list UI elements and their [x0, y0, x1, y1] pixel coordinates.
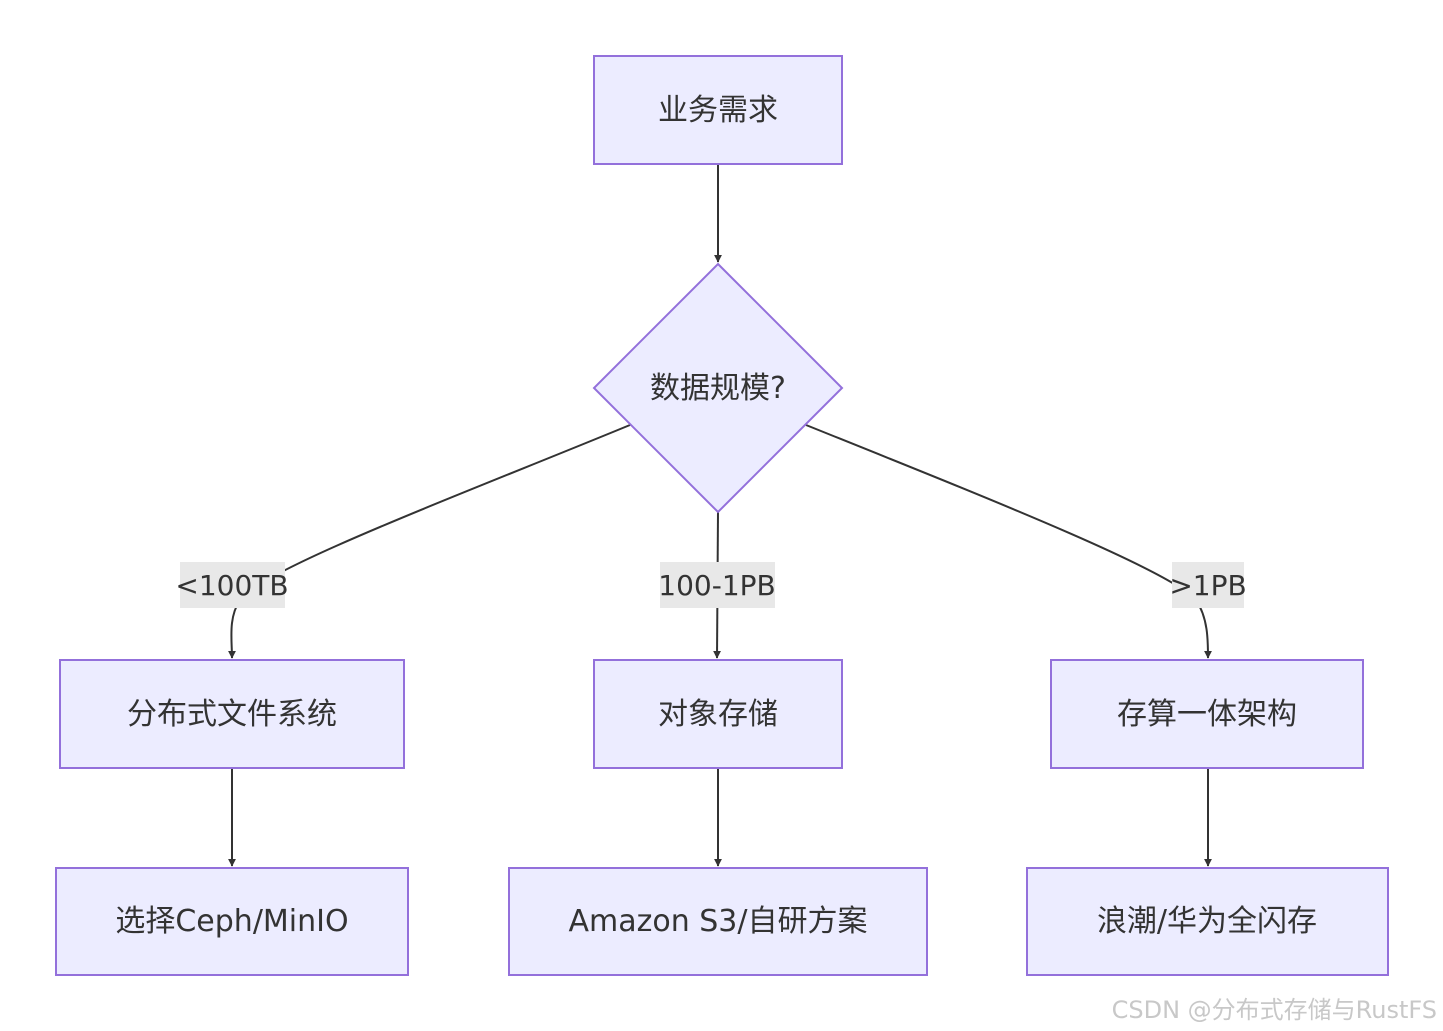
- node-start: 业务需求: [593, 55, 843, 165]
- node-all-flash: 浪潮/华为全闪存: [1026, 867, 1389, 976]
- edge-decision-to-converged: [805, 424, 1212, 659]
- edge-decision-to-dfs: [227, 424, 631, 659]
- watermark: CSDN @分布式存储与RustFS: [1111, 996, 1437, 1024]
- node-converged: 存算一体架构: [1050, 659, 1364, 769]
- node-dfs: 分布式文件系统: [59, 659, 405, 769]
- node-decision: 数据规模?: [592, 262, 844, 514]
- edge-label-large-text: >1PB: [1169, 569, 1246, 602]
- node-decision-label: 数据规模?: [650, 371, 786, 406]
- edge-label-small: <100TB: [175, 562, 289, 608]
- node-start-label: 业务需求: [658, 93, 778, 128]
- node-dfs-label: 分布式文件系统: [127, 697, 337, 732]
- node-all-flash-label: 浪潮/华为全闪存: [1097, 904, 1317, 939]
- node-amazon-s3-label: Amazon S3/自研方案: [568, 904, 867, 939]
- node-choose-ceph-label: 选择Ceph/MinIO: [115, 904, 348, 939]
- edge-label-small-text: <100TB: [175, 569, 288, 602]
- edge-label-medium: 100-1PB: [658, 562, 776, 608]
- node-amazon-s3: Amazon S3/自研方案: [508, 867, 928, 976]
- node-object-storage-label: 对象存储: [658, 697, 778, 732]
- node-choose-ceph: 选择Ceph/MinIO: [55, 867, 409, 976]
- node-converged-label: 存算一体架构: [1117, 697, 1297, 732]
- node-object-storage: 对象存储: [593, 659, 843, 769]
- edge-label-large: >1PB: [1169, 562, 1247, 608]
- edge-label-medium-text: 100-1PB: [658, 569, 775, 602]
